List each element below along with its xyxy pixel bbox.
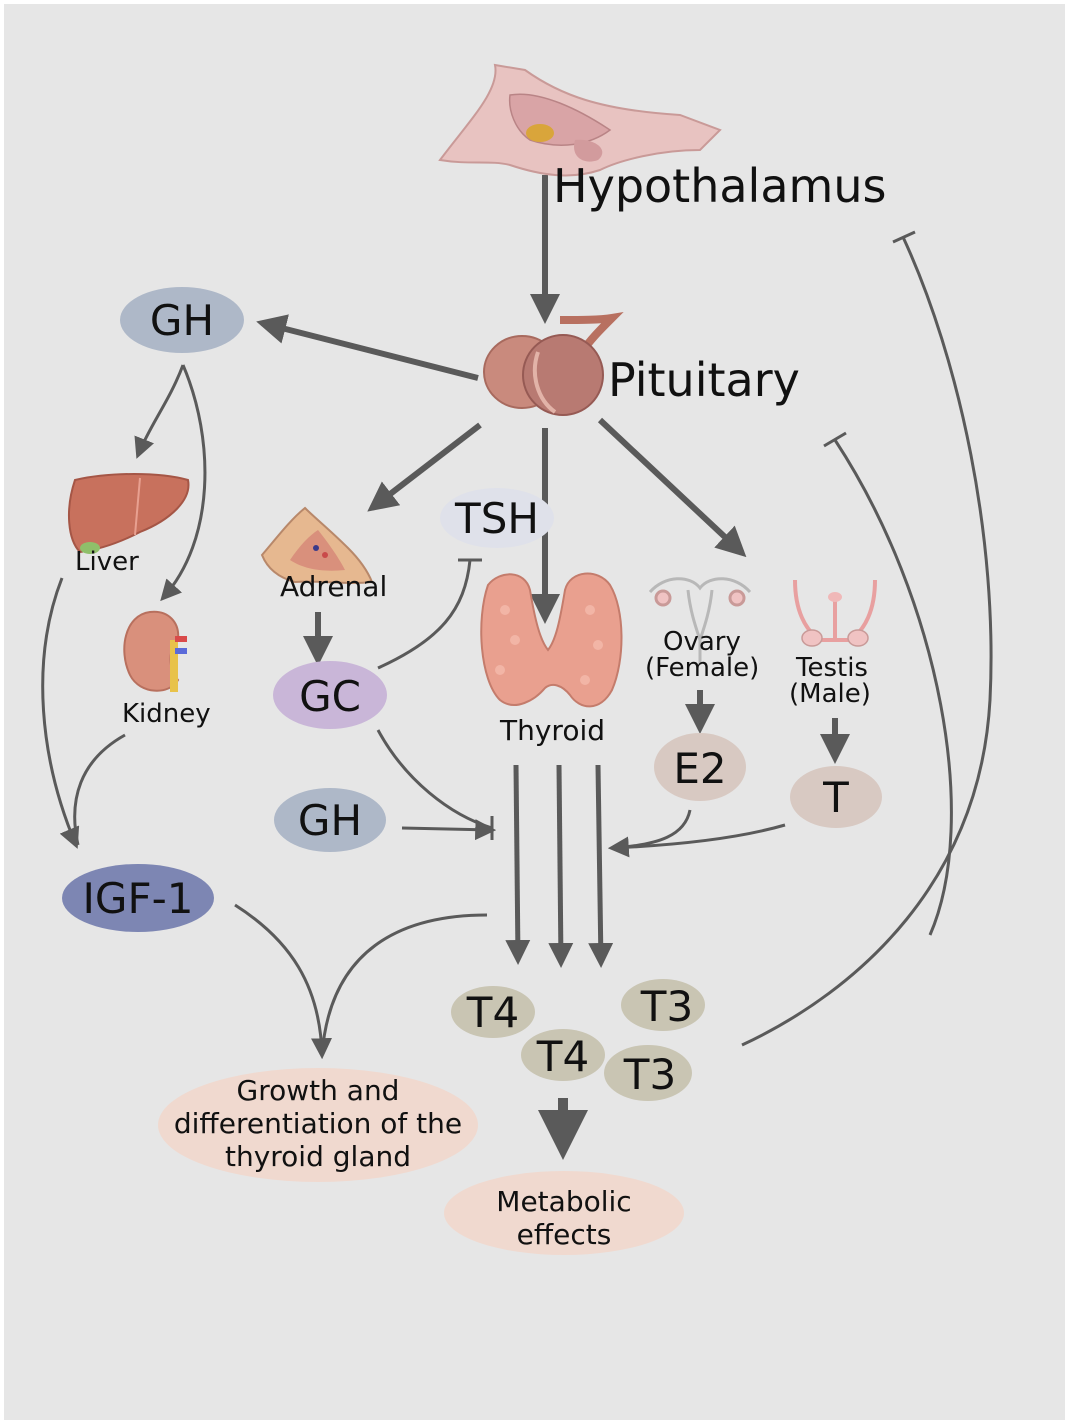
igf1-node: IGF-1 <box>62 864 214 932</box>
metabolic-effect-node: Metabolic effects <box>444 1171 684 1255</box>
arrow-liver-igf1 <box>41 577 80 849</box>
svg-text:effects: effects <box>517 1218 612 1251</box>
svg-text:T4: T4 <box>466 988 519 1037</box>
liver-icon <box>68 473 190 554</box>
thyroid-label: Thyroid <box>499 714 605 747</box>
t3-node-b: T3 <box>604 1045 692 1101</box>
svg-text:GH: GH <box>298 796 362 845</box>
inhibit-gc-tsh <box>377 559 472 670</box>
thyroid-gland-icon <box>480 572 623 708</box>
kidney-label: Kidney <box>122 699 211 729</box>
svg-text:IGF-1: IGF-1 <box>83 874 194 923</box>
gc-node: GC <box>273 661 387 729</box>
arrow-kidney-igf1 <box>73 733 126 846</box>
arrow-gh-kidney <box>160 364 207 602</box>
gh-mid-node: GH <box>274 788 386 852</box>
svg-text:T4: T4 <box>536 1032 589 1081</box>
arrow-thyroid-hormone-3 <box>588 764 614 968</box>
arrow-pituitary-adrenal <box>367 422 482 512</box>
svg-text:T: T <box>822 773 849 822</box>
testis-sublabel: (Male) <box>789 679 871 709</box>
t4-node-b: T4 <box>521 1029 605 1081</box>
feedback-pituitary <box>833 439 953 936</box>
svg-text:differentiation of the: differentiation of the <box>174 1107 462 1140</box>
growth-effect-node: Growth and differentiation of the thyroi… <box>158 1068 478 1182</box>
adrenal-label: Adrenal <box>280 570 387 603</box>
arrow-thyroid-hormone-2 <box>548 764 574 968</box>
svg-text:T3: T3 <box>623 1050 676 1099</box>
arrow-gh-liver <box>134 364 185 459</box>
uterus-ovary-icon <box>648 577 752 665</box>
svg-text:E2: E2 <box>673 744 726 793</box>
arrow-pituitary-gh <box>256 314 479 381</box>
svg-text:GH: GH <box>150 296 214 345</box>
adrenal-gland-icon <box>260 506 374 584</box>
ovary-label: Ovary <box>663 627 741 657</box>
arrow-hormones-growth <box>320 913 488 1056</box>
kidney-icon <box>123 610 187 692</box>
testis-label: Testis <box>795 653 868 683</box>
tsh-node: TSH <box>440 488 554 548</box>
feedback-hypothalamus <box>741 236 993 1047</box>
svg-text:TSH: TSH <box>454 494 539 543</box>
t3-node-a: T3 <box>621 979 705 1031</box>
arrow-t-synthesis <box>611 823 786 850</box>
arrow-thyroid-hormone-1 <box>505 764 531 965</box>
gh-top-node: GH <box>120 287 244 353</box>
brain-section-icon <box>438 63 722 177</box>
arrow-igf1-growth <box>234 903 333 1060</box>
svg-text:GC: GC <box>299 672 361 721</box>
svg-text:thyroid gland: thyroid gland <box>225 1140 411 1173</box>
arrow-gh-synthesis <box>401 819 497 841</box>
pituitary-gland-icon <box>483 312 624 416</box>
svg-text:T3: T3 <box>640 982 693 1031</box>
svg-text:Growth and: Growth and <box>237 1074 400 1107</box>
e2-node: E2 <box>654 733 746 801</box>
svg-text:Metabolic: Metabolic <box>496 1185 631 1218</box>
connectors <box>41 175 993 1160</box>
ovary-sublabel: (Female) <box>645 653 759 683</box>
t-node: T <box>790 766 882 828</box>
liver-label: Liver <box>75 547 139 577</box>
arrow-pituitary-ovary <box>597 417 747 558</box>
male-reproductive-icon <box>793 579 877 647</box>
hypothalamus-label: Hypothalamus <box>553 159 886 213</box>
pituitary-label: Pituitary <box>608 353 800 407</box>
t4-node-a: T4 <box>451 986 535 1038</box>
